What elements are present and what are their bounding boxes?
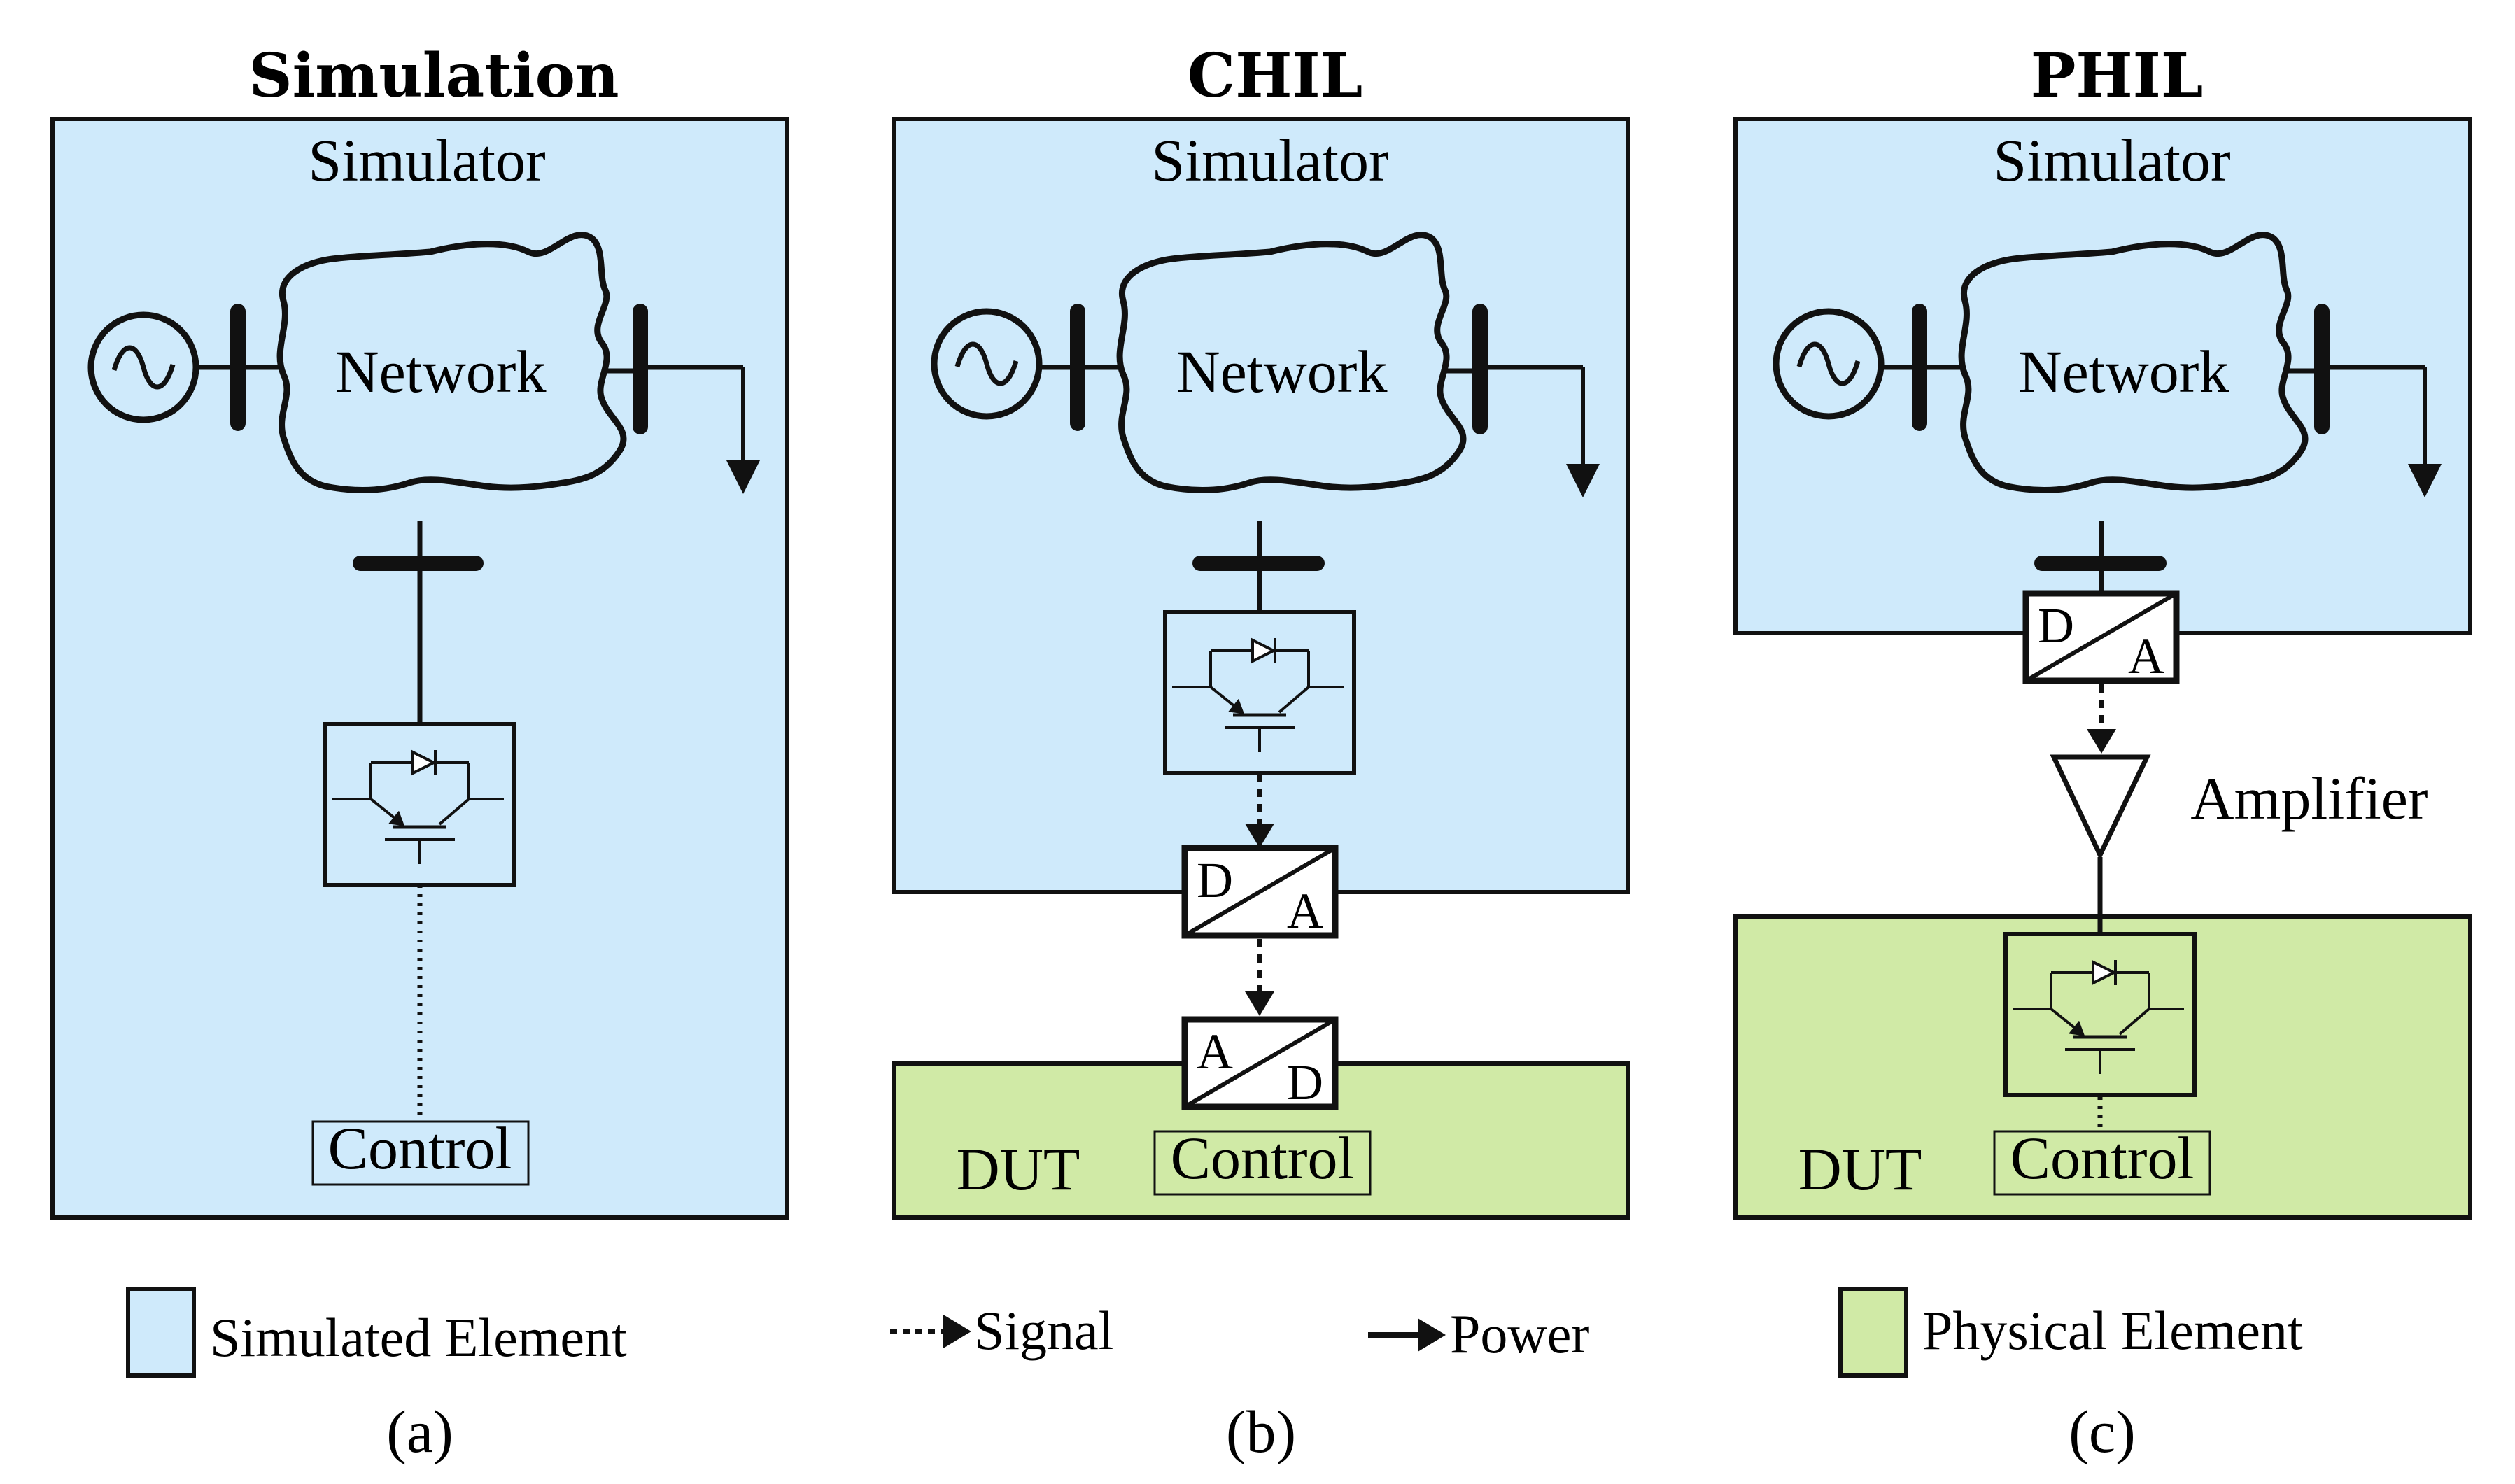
caption-a: (a) <box>386 1398 453 1465</box>
control-box <box>311 1120 530 1186</box>
legend: Simulated Element Signal Power Physical … <box>126 1287 2303 1378</box>
panel-b-simulator-label: Simulator <box>1151 127 1388 194</box>
caption-b: (b) <box>1226 1398 1296 1465</box>
panel-b: CHIL Simulator Network D A A D DUT <box>892 41 1630 1220</box>
panel-b-control-label: Control <box>1171 1124 1355 1192</box>
panel-c-title: PHIL <box>2031 41 2204 111</box>
adc-top-label: A <box>1197 1024 1233 1080</box>
panel-b-title: CHIL <box>1188 41 1362 111</box>
legend-physical-label: Physical Element <box>1922 1300 2303 1361</box>
panel-c-simulator-label: Simulator <box>1993 127 2230 194</box>
panel-b-simulator-box <box>892 117 1630 894</box>
dac-top-label: D <box>2038 598 2074 653</box>
caption-c: (c) <box>2069 1398 2135 1465</box>
legend-power-label: Power <box>1450 1303 1589 1364</box>
panel-a-control-label: Control <box>328 1115 512 1182</box>
panel-c-network-label: Network <box>2019 338 2229 405</box>
control-box <box>1993 1130 2211 1196</box>
dac-bottom-label: A <box>1287 883 1323 939</box>
panel-c-control-label: Control <box>2010 1124 2195 1192</box>
panel-a-network-label: Network <box>336 338 547 405</box>
panel-a-title: Simulation <box>249 41 619 111</box>
panel-b-network-label: Network <box>1177 338 1388 405</box>
legend-simulated-swatch <box>126 1287 196 1378</box>
dac-bottom-label: A <box>2128 628 2164 684</box>
control-box <box>1153 1130 1372 1196</box>
panel-a: Simulation Simulator Network Control <box>50 41 789 1220</box>
panel-c-dut-label: DUT <box>1798 1136 1922 1203</box>
legend-simulated-label: Simulated Element <box>210 1307 627 1368</box>
panel-b-dut-label: DUT <box>957 1136 1080 1203</box>
amplifier-label: Amplifier <box>2190 765 2428 832</box>
adc-bottom-label: D <box>1287 1054 1323 1110</box>
legend-signal-label: Signal <box>974 1300 1113 1361</box>
dac-top-label: D <box>1197 852 1233 908</box>
amplifier-icon <box>2050 754 2151 861</box>
legend-physical-swatch <box>1838 1287 1908 1378</box>
panel-a-simulator-label: Simulator <box>308 127 545 194</box>
panel-c: PHIL Simulator Network D A Amplifier DUT <box>1733 41 2472 1220</box>
